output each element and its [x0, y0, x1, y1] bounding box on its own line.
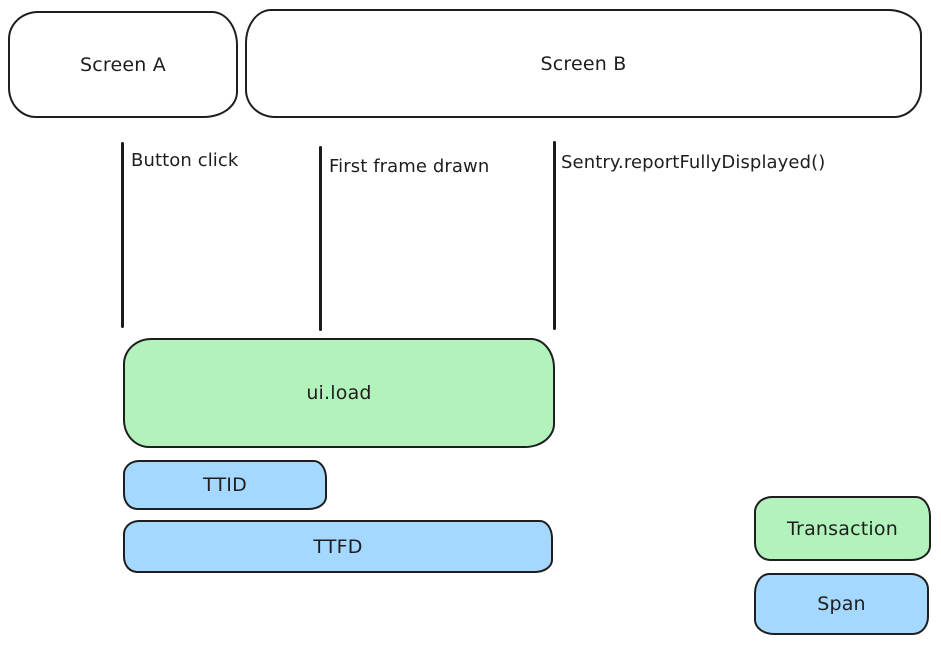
span-bar-ttfd: TTFD [123, 520, 553, 573]
screen-a-label: Screen A [80, 53, 166, 76]
screen-a-box: Screen A [8, 11, 238, 118]
marker-line-first-frame-drawn [319, 146, 322, 331]
legend-item-span: Span [754, 573, 929, 635]
span-bar-ttfd-label: TTFD [313, 535, 363, 558]
marker-line-report-fully-displayed [553, 141, 556, 330]
marker-label-report-fully-displayed: Sentry.reportFullyDisplayed() [561, 152, 826, 173]
span-bar-ttid: TTID [123, 460, 327, 510]
transaction-bar-ui-load-label: ui.load [306, 382, 372, 404]
marker-line-button-click [121, 142, 124, 328]
marker-label-first-frame-drawn: First frame drawn [329, 156, 490, 177]
legend-span-label: Span [817, 593, 866, 615]
transaction-bar-ui-load: ui.load [123, 334, 555, 448]
marker-label-button-click: Button click [131, 150, 239, 171]
screen-b-label: Screen B [540, 52, 627, 75]
legend-transaction-label: Transaction [787, 517, 898, 540]
legend-item-transaction: Transaction [754, 496, 931, 561]
screen-b-box: Screen B [245, 9, 922, 118]
span-bar-ttid-label: TTID [203, 474, 247, 496]
